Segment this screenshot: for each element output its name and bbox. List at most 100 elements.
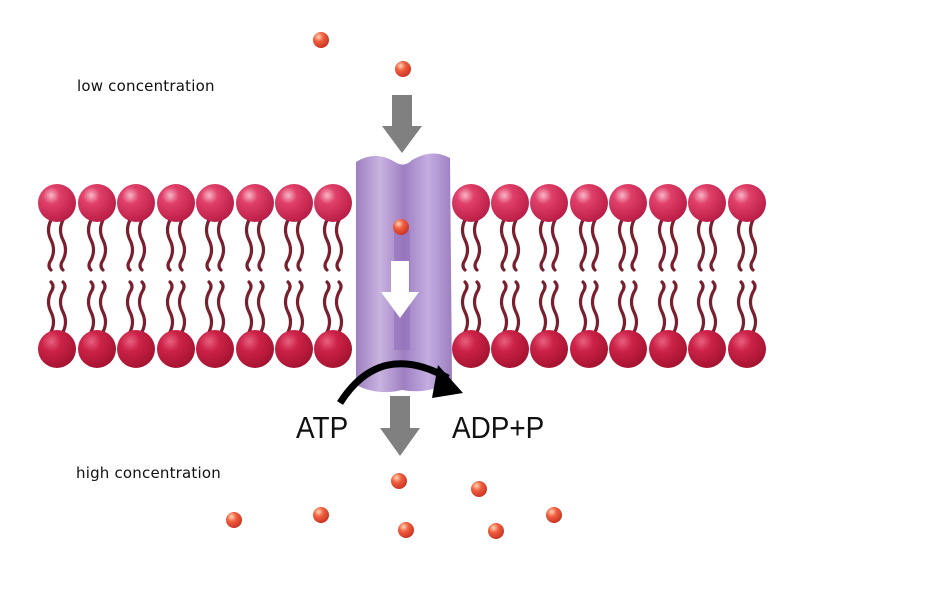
lipid-tail bbox=[295, 218, 305, 272]
lipid-head-bottom bbox=[452, 330, 490, 368]
lipid-tail bbox=[125, 280, 135, 334]
lipid-tail bbox=[283, 218, 293, 272]
lipid-tail bbox=[256, 280, 266, 334]
lipid-tail bbox=[204, 280, 214, 334]
lipid-head-top bbox=[530, 184, 568, 222]
phospholipid-pair bbox=[570, 184, 608, 368]
lipid-head-top bbox=[452, 184, 490, 222]
lipid-tail bbox=[216, 280, 226, 334]
lipid-tail bbox=[696, 218, 706, 272]
lipid-head-bottom bbox=[38, 330, 76, 368]
lipid-tail bbox=[617, 280, 627, 334]
lipid-head-bottom bbox=[275, 330, 313, 368]
lipid-tail bbox=[46, 218, 56, 272]
lipid-tail bbox=[550, 218, 560, 272]
lipid-tail bbox=[177, 218, 187, 272]
lipid-tail bbox=[748, 218, 758, 272]
lipid-head-bottom bbox=[728, 330, 766, 368]
phospholipid-pair bbox=[649, 184, 687, 368]
solute-particle bbox=[391, 473, 407, 489]
lipid-tail bbox=[216, 218, 226, 272]
lipid-tail bbox=[137, 218, 147, 272]
adp-label: ADP+P bbox=[452, 410, 545, 445]
lipid-head-bottom bbox=[78, 330, 116, 368]
phospholipid-pair bbox=[728, 184, 766, 368]
atp-curved-arrow bbox=[337, 360, 450, 405]
lipid-tail bbox=[629, 280, 639, 334]
lipid-tail bbox=[617, 218, 627, 272]
lipid-tail bbox=[86, 280, 96, 334]
lipid-tail bbox=[98, 218, 108, 272]
lipid-head-top bbox=[688, 184, 726, 222]
phospholipid-pair bbox=[117, 184, 155, 368]
gray-arrow-in bbox=[382, 95, 422, 153]
lipid-tail bbox=[460, 280, 470, 334]
lipid-head-top bbox=[236, 184, 274, 222]
lipid-head-top bbox=[609, 184, 647, 222]
lipid-head-bottom bbox=[117, 330, 155, 368]
lipid-tail bbox=[460, 218, 470, 272]
lipid-head-bottom bbox=[530, 330, 568, 368]
curved-arrow-head bbox=[432, 365, 463, 398]
lipid-head-bottom bbox=[314, 330, 352, 368]
lipid-tail bbox=[98, 280, 108, 334]
solute-particle bbox=[226, 512, 242, 528]
phospholipid-pair bbox=[491, 184, 529, 368]
lipid-tail bbox=[657, 218, 667, 272]
solute-particle bbox=[471, 481, 487, 497]
phospholipid-pair bbox=[38, 184, 76, 368]
lipid-head-bottom bbox=[491, 330, 529, 368]
lipid-tail bbox=[295, 280, 305, 334]
lipid-tail bbox=[322, 280, 332, 334]
lipid-tail bbox=[736, 280, 746, 334]
phospholipid-pair bbox=[78, 184, 116, 368]
lipid-tail bbox=[244, 280, 254, 334]
lipid-head-bottom bbox=[196, 330, 234, 368]
lipid-tail bbox=[578, 280, 588, 334]
lipid-tail bbox=[256, 218, 266, 272]
lipid-tail bbox=[334, 218, 344, 272]
solute-particle bbox=[313, 507, 329, 523]
lipid-tail bbox=[283, 280, 293, 334]
solute-particle bbox=[393, 219, 409, 235]
lipid-head-top bbox=[314, 184, 352, 222]
phospholipid-pair bbox=[196, 184, 234, 368]
lipid-tail bbox=[125, 218, 135, 272]
gray-arrow-out bbox=[380, 396, 420, 456]
lipid-head-top bbox=[491, 184, 529, 222]
lipid-tail bbox=[177, 280, 187, 334]
lipid-head-top bbox=[570, 184, 608, 222]
lipid-head-top bbox=[38, 184, 76, 222]
lipid-head-bottom bbox=[570, 330, 608, 368]
lipid-head-bottom bbox=[688, 330, 726, 368]
solute-particle bbox=[488, 523, 504, 539]
lipid-head-top bbox=[275, 184, 313, 222]
lipid-head-bottom bbox=[157, 330, 195, 368]
solute-particle bbox=[546, 507, 562, 523]
low-concentration-label: low concentration bbox=[77, 77, 215, 95]
lipid-head-top bbox=[78, 184, 116, 222]
lipid-head-top bbox=[649, 184, 687, 222]
phospholipid-bilayer bbox=[38, 184, 766, 368]
lipid-tail bbox=[58, 218, 68, 272]
inner-white-arrow bbox=[381, 261, 419, 318]
lipid-tail bbox=[708, 280, 718, 334]
lipid-tail bbox=[165, 218, 175, 272]
phospholipid-pair bbox=[688, 184, 726, 368]
high-concentration-label: high concentration bbox=[76, 464, 221, 482]
lipid-tail bbox=[538, 218, 548, 272]
lipid-tail bbox=[165, 280, 175, 334]
phospholipid-pair bbox=[530, 184, 568, 368]
lipid-head-bottom bbox=[649, 330, 687, 368]
lipid-tail bbox=[657, 280, 667, 334]
lipid-tail bbox=[244, 218, 254, 272]
phospholipid-pair bbox=[609, 184, 647, 368]
lipid-tail bbox=[708, 218, 718, 272]
lipid-tail bbox=[669, 218, 679, 272]
lipid-tail bbox=[550, 280, 560, 334]
solute-particle bbox=[313, 32, 329, 48]
lipid-head-bottom bbox=[236, 330, 274, 368]
lipid-head-top bbox=[728, 184, 766, 222]
